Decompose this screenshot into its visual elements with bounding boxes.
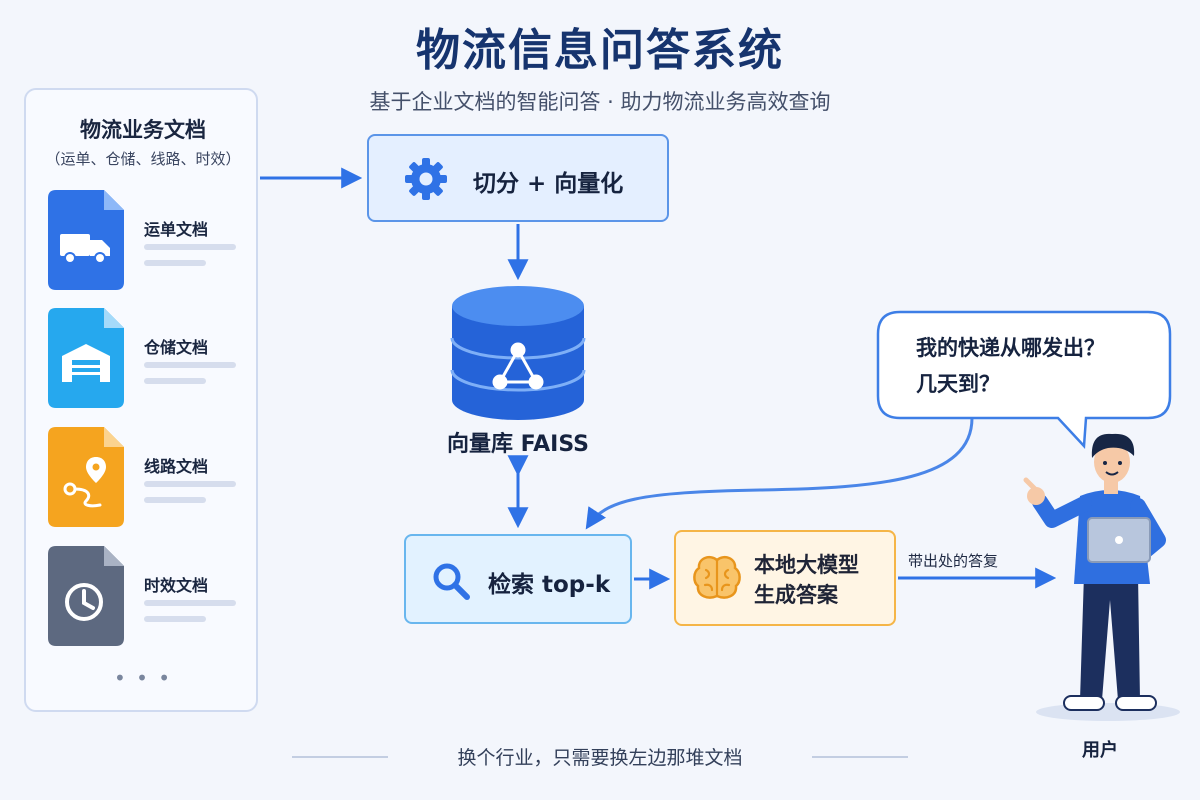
user-label: 用户 <box>1082 740 1118 761</box>
search-topk-box: 检索 top-k <box>404 534 632 624</box>
text-placeholder-line <box>144 244 236 250</box>
cited-answer-label: 带出处的答复 <box>908 552 999 570</box>
route-icon <box>48 427 124 527</box>
page-subtitle: 基于企业文档的智能问答 · 助力物流业务高效查询 <box>369 90 831 114</box>
text-placeholder-line <box>144 481 236 487</box>
documents-panel-title: 物流业务文档 <box>80 118 206 142</box>
local-llm-label: 本地大模型 生成答案 <box>754 550 859 610</box>
document-item-timeliness: 时效文档 <box>48 546 248 650</box>
brain-icon <box>693 556 741 599</box>
local-llm-label-line1: 本地大模型 <box>754 553 859 577</box>
document-label: 运单文档 <box>144 220 209 239</box>
split-vectorize-box: 切分 + 向量化 <box>367 134 669 222</box>
user-question-text: 我的快递从哪发出？ 几天到？ <box>916 330 1105 402</box>
clock-icon <box>48 546 124 646</box>
footer-note: 换个行业，只需要换左边那堆文档 <box>457 747 743 769</box>
vector-database-icon <box>450 286 586 420</box>
gear-icon <box>405 158 447 200</box>
graph-node-icon <box>492 342 544 390</box>
truck-icon <box>48 190 124 290</box>
footer-divider-left <box>292 756 388 758</box>
text-placeholder-line <box>144 378 206 384</box>
document-item-route: 线路文档 <box>48 427 248 531</box>
speech-bubble <box>876 310 1172 449</box>
document-item-warehouse: 仓储文档 <box>48 308 248 412</box>
local-llm-label-line2: 生成答案 <box>754 583 838 607</box>
documents-panel: 物流业务文档 （运单、仓储、线路、时效） 运单文档 仓储文档 <box>24 88 258 712</box>
split-vectorize-label: 切分 + 向量化 <box>473 171 624 197</box>
vector-db-label: 向量库 FAISS <box>446 432 590 457</box>
local-llm-box: 本地大模型 生成答案 <box>674 530 896 626</box>
document-label: 仓储文档 <box>144 338 209 357</box>
text-placeholder-line <box>144 497 206 503</box>
more-documents-ellipsis: • • • <box>113 666 173 690</box>
footer-divider-right <box>812 756 908 758</box>
question-to-search-arrow <box>585 417 974 530</box>
user-figure <box>1023 433 1180 721</box>
user-question-line1: 我的快递从哪发出？ <box>916 336 1105 360</box>
search-topk-label: 检索 top-k <box>488 572 611 598</box>
document-label: 时效文档 <box>144 576 209 595</box>
user-question-line2: 几天到？ <box>916 372 1000 396</box>
text-placeholder-line <box>144 260 206 266</box>
page-title: 物流信息问答系统 <box>416 25 784 76</box>
text-placeholder-line <box>144 616 206 622</box>
warehouse-icon <box>48 308 124 408</box>
text-placeholder-line <box>144 362 236 368</box>
documents-panel-subtitle: （运单、仓储、线路、时效） <box>45 150 241 168</box>
text-placeholder-line <box>144 600 236 606</box>
document-item-waybill: 运单文档 <box>48 190 248 294</box>
search-icon <box>433 563 470 600</box>
document-label: 线路文档 <box>144 457 209 476</box>
